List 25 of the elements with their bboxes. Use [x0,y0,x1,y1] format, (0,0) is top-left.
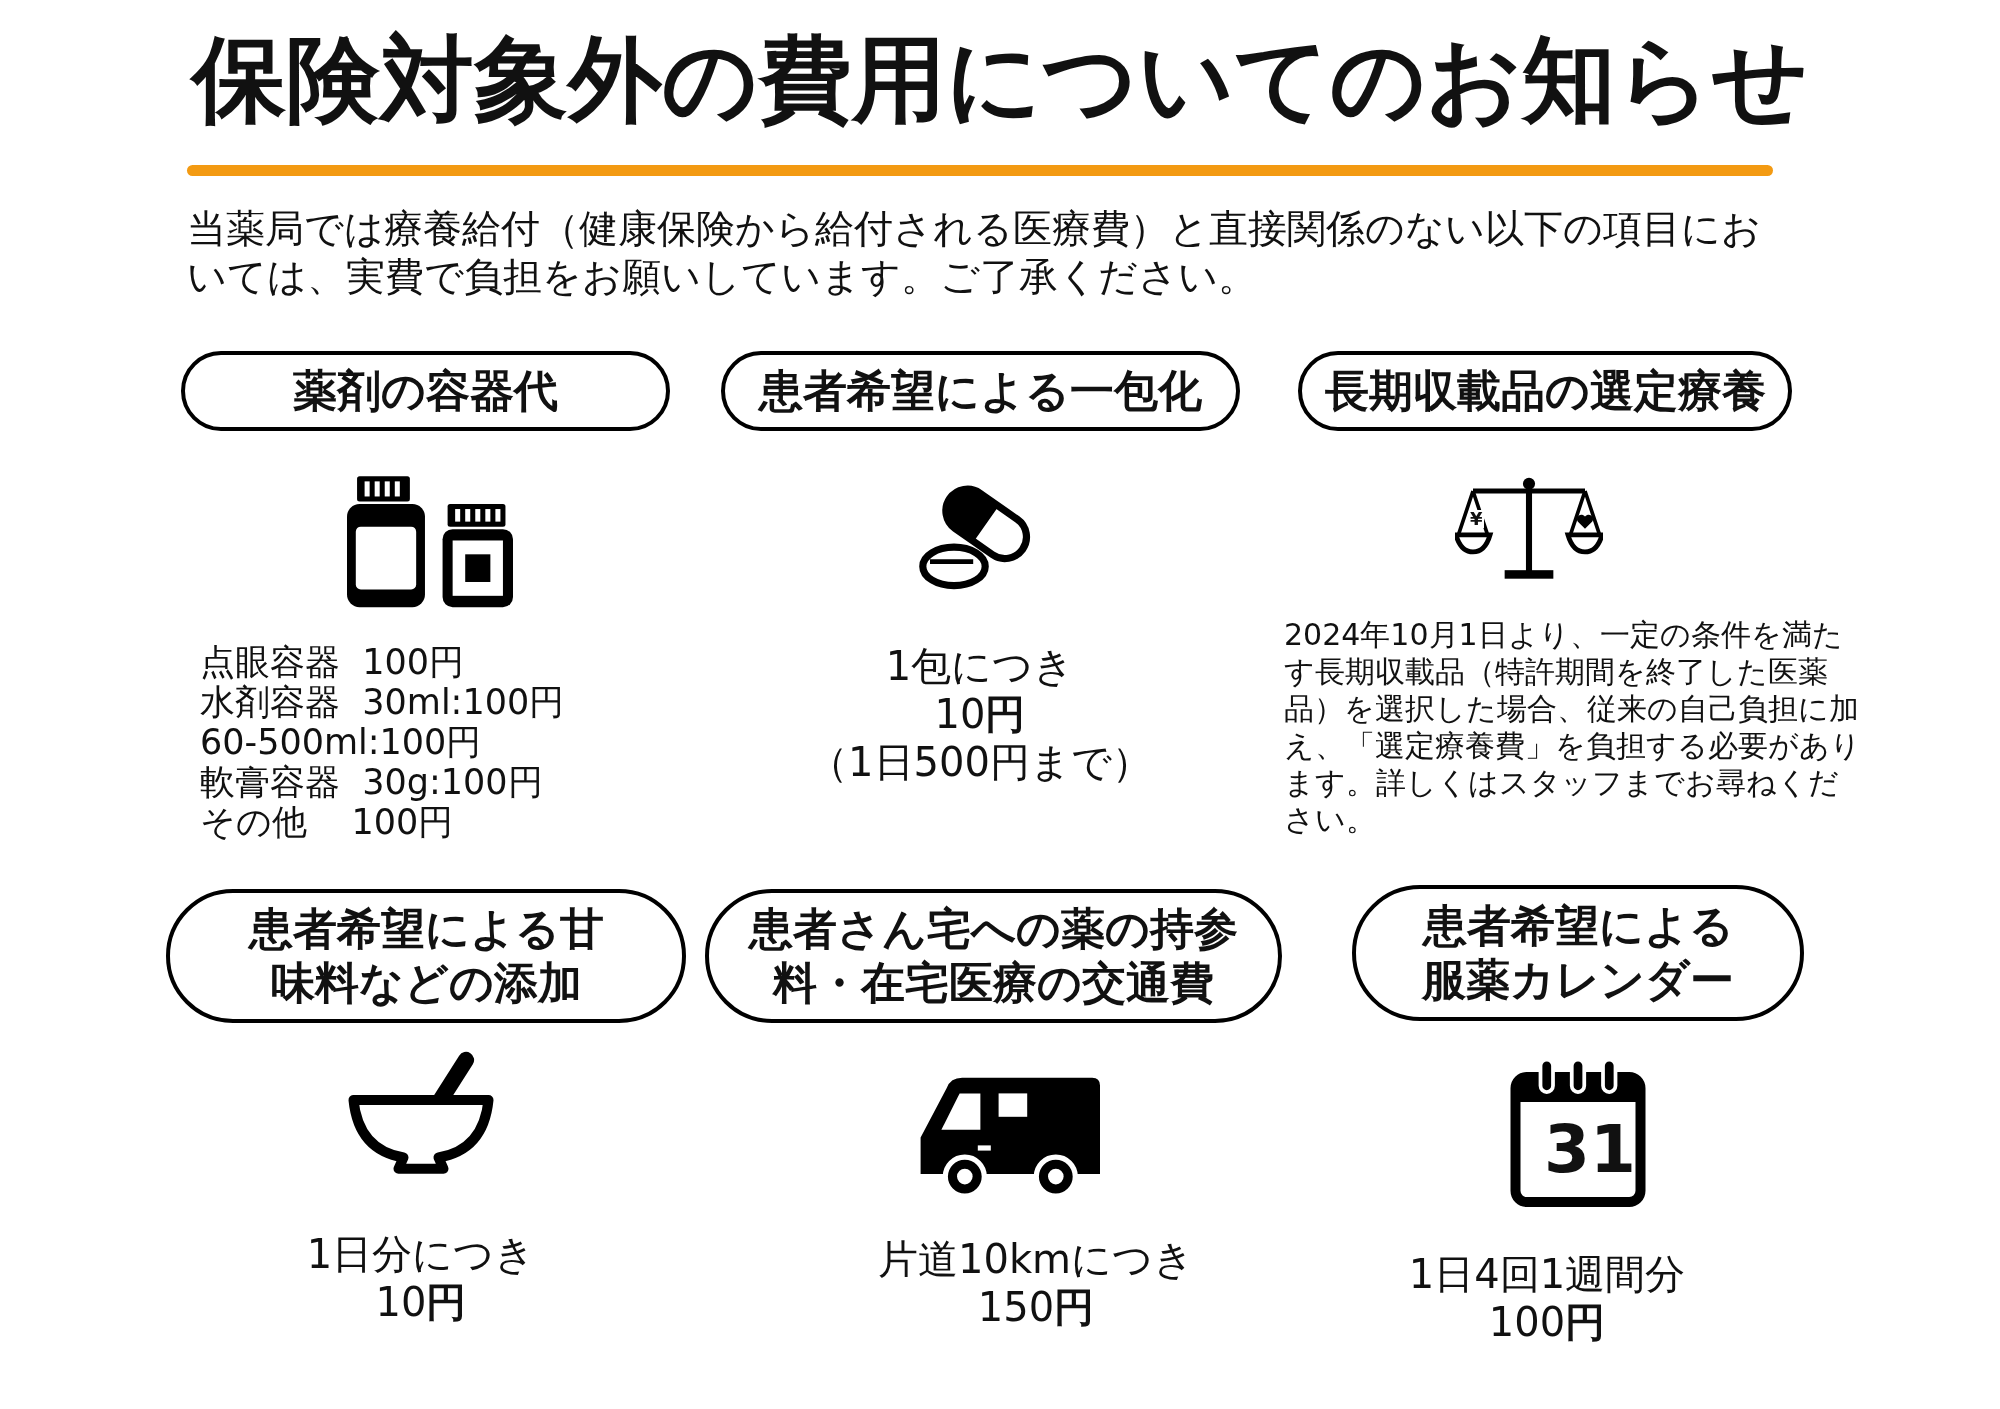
price-text: 100円 [1487,1298,1607,1346]
heading-text: 患者さん宅への薬の持参料・在宅医療の交通費 [747,902,1239,1010]
page-title: 保険対象外の費用についてのお知らせ [0,28,2000,132]
price-text: 点眼容器 100円 [200,642,466,682]
price-text: （1日500円まで） [807,738,1153,786]
price-text: 1日4回1週間分 [1407,1250,1687,1298]
price-text: 60-500ml:100円 [200,722,483,762]
intro-paragraph: 当薬局では療養給付（健康保険から給付される医療費）と直接関係のない以下の項目においては、実費で負担をお願いしています。ご了承ください。 [187,205,1762,301]
price-text: 1包につき [884,642,1076,690]
price-text: 1日分につき [305,1230,537,1278]
price-text: 150円 [976,1283,1096,1331]
price-text: 10円 [374,1278,468,1326]
heading-text: 長期収載品の選定療養 [1324,364,1766,418]
heading-text: 患者希望による甘味料などの添加 [247,902,605,1010]
price-text: その他 100円 [200,802,455,842]
heading-text: 患者希望による服薬カレンダー [1420,899,1735,1007]
price-text: 片道10kmにつき [877,1235,1195,1283]
heading-text: 患者希望による一包化 [759,364,1202,418]
price-text: 軟膏容器 30g:100円 [200,762,544,802]
description-text: 2024年10月1日より、一定の条件を満たす長期収載品（特許期間を終了した医薬品）を選択した場合、従来の自己負担に加え、「選定療養費」を負担する必要があります。詳しくはスタッフまでお尋ねください。 [1284,616,1862,838]
calendar-date: 31 [1544,1117,1636,1183]
yen-sign: ¥ [1469,510,1484,528]
price-text: 水剤容器 30ml:100円 [200,682,566,722]
heading-text: 薬剤の容器代 [293,364,558,418]
price-text: 10円 [933,690,1027,738]
